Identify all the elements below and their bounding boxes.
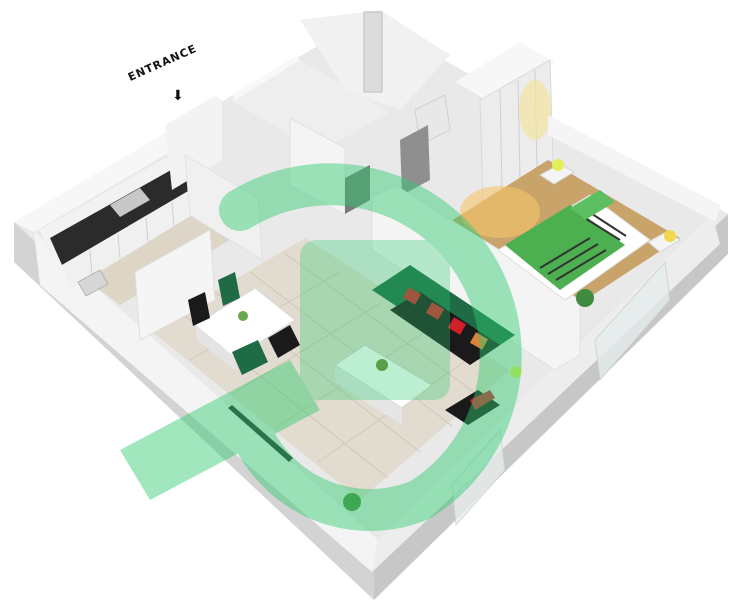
dining-chair-3 <box>268 325 300 358</box>
side-table-lamp <box>510 366 522 378</box>
shower-panel <box>363 11 383 93</box>
cushion-2 <box>425 302 445 320</box>
dining-chair-4 <box>232 340 268 375</box>
outer-wall-bottom-left <box>34 232 378 572</box>
entrance-wall <box>165 96 222 190</box>
lamp-left <box>552 159 564 171</box>
bathroom-tile-floor <box>400 125 430 195</box>
living-glass-wall <box>451 428 506 527</box>
bed-pillow <box>570 190 615 220</box>
armchair-cushion <box>470 390 495 410</box>
dining-centerpiece <box>238 311 248 321</box>
bathroom-inner-wall <box>289 117 346 216</box>
wardrobe-top <box>455 42 555 102</box>
kitchen-cabinet-lines <box>89 201 175 276</box>
cushion-3 <box>447 317 467 335</box>
tv-unit <box>228 405 293 462</box>
sofa-seat <box>390 292 500 365</box>
kitchen-floor <box>70 205 230 305</box>
coffee-table <box>334 344 433 409</box>
bedroom-back-wall <box>548 115 720 222</box>
bathroom-wall-front <box>232 56 300 100</box>
arrow-down-icon: ⬇ <box>172 88 184 104</box>
kitchen-cabinets <box>62 190 192 290</box>
cushion-1 <box>402 287 422 305</box>
dining-table-legs <box>195 325 237 372</box>
kitchen-sink <box>110 188 150 217</box>
lamp-right <box>664 230 676 242</box>
dining-chair-1 <box>188 292 210 326</box>
cushion-4 <box>469 332 489 350</box>
coffee-table-side <box>335 365 402 425</box>
wardrobe-light-glow <box>519 80 551 140</box>
bedroom-divider-wall <box>371 184 581 371</box>
hall-wall <box>184 154 263 261</box>
kitchen-stove <box>77 269 109 297</box>
balcony-plant <box>343 493 361 511</box>
bedroom-light-glow <box>460 186 540 238</box>
kitchen-partition <box>134 229 216 341</box>
outer-wall-left <box>14 130 190 232</box>
bathroom-door-dark <box>345 165 370 214</box>
bedroom-glass-wall <box>594 260 671 382</box>
bedroom-plant <box>576 289 594 307</box>
dining-chair-2 <box>218 272 240 306</box>
bathroom-floor <box>230 60 390 152</box>
logo-watermark-icon <box>120 163 522 531</box>
coffee-table-plant <box>376 359 388 371</box>
bed-blanket <box>505 205 625 290</box>
